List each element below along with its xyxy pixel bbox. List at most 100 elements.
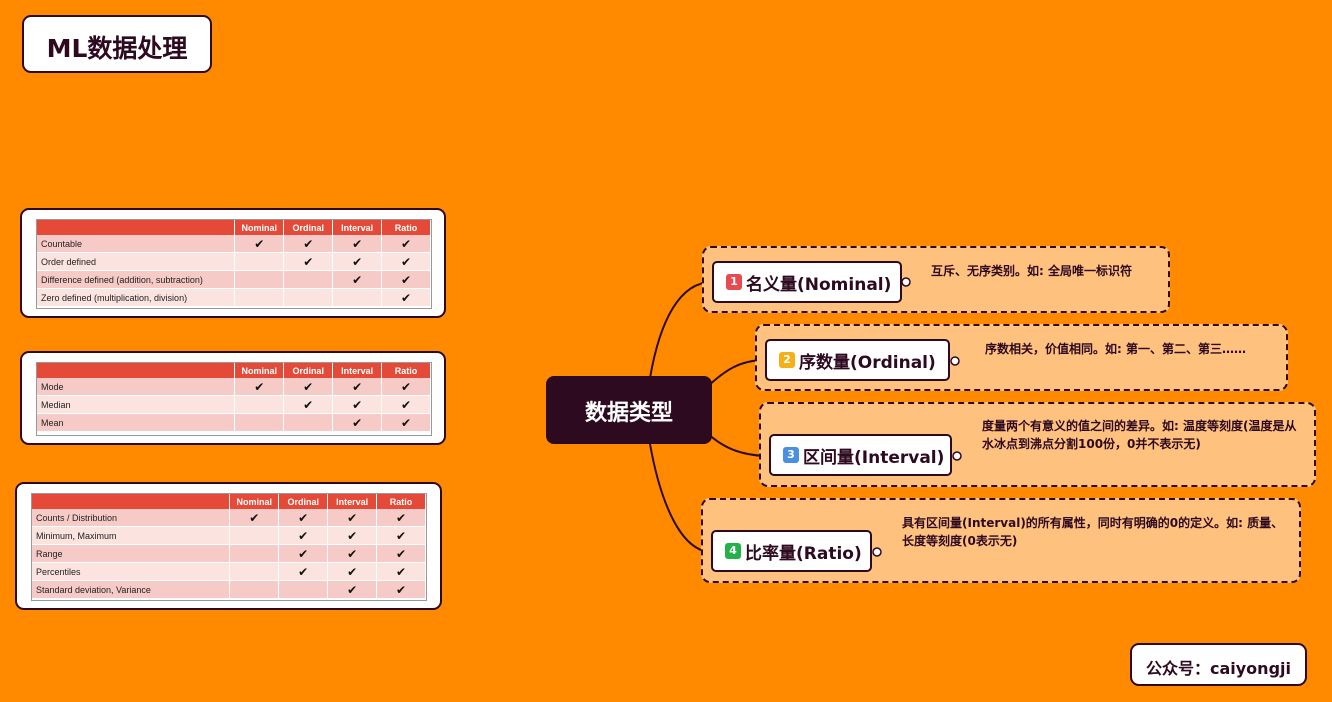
dot-interval xyxy=(952,451,962,461)
check-cell: ✔ xyxy=(332,395,383,414)
connector-nominal xyxy=(649,281,713,379)
dot-nominal xyxy=(901,277,911,287)
node-nominal-label: 名义量(Nominal) xyxy=(746,274,892,295)
check-cell: ✔ xyxy=(381,395,431,414)
badge-2: 2 xyxy=(779,352,795,368)
node-nominal[interactable]: 1 名义量(Nominal) xyxy=(712,261,902,303)
desc-ordinal: 序数相关，价值相同。如: 第一、第二、第三…… xyxy=(985,342,1246,356)
table-row: Percentiles✔✔✔ xyxy=(32,562,426,581)
table-row: Standard deviation, Variance ✔✔ xyxy=(32,580,426,599)
table-header-cell: Ratio xyxy=(376,494,426,509)
table-row: Order defined✔✔✔ xyxy=(37,252,431,271)
check-cell: ✔ xyxy=(327,509,378,527)
table-row: Zero defined (multiplication, division)✔ xyxy=(37,288,431,307)
title-box: ML数据处理 xyxy=(22,15,212,73)
check-cell: ✔ xyxy=(234,378,285,396)
desc-nominal: 互斥、无序类别。如: 全局唯一标识符 xyxy=(931,264,1132,278)
table-header-cell: Nominal xyxy=(234,220,285,235)
check-cell: ✔ xyxy=(376,580,426,599)
row-label: Median xyxy=(37,395,236,414)
table-header-cell: Ratio xyxy=(381,220,431,235)
check-cell xyxy=(283,413,334,432)
check-cell xyxy=(234,288,285,307)
badge-4: 4 xyxy=(725,543,741,559)
check-cell: ✔ xyxy=(278,526,329,545)
check-cell: ✔ xyxy=(327,580,378,599)
check-cell: ✔ xyxy=(283,395,334,414)
footer-box: 公众号：caiyongji xyxy=(1130,643,1307,686)
check-cell xyxy=(283,270,334,289)
table-header-cell: Nominal xyxy=(234,363,285,378)
desc-interval: 度量两个有意义的值之间的差异。如: 温度等刻度(温度是从水冰点到沸点分割100份… xyxy=(982,419,1297,451)
node-ordinal[interactable]: 2 序数量(Ordinal) xyxy=(765,339,950,381)
table-row: Minimum, Maximum✔✔✔ xyxy=(32,526,426,545)
node-interval[interactable]: 3 区间量(Interval) xyxy=(769,434,952,476)
badge-1: 1 xyxy=(726,274,742,290)
check-cell xyxy=(229,526,280,545)
check-cell: ✔ xyxy=(229,509,280,527)
check-cell: ✔ xyxy=(327,526,378,545)
row-label: Mean xyxy=(37,413,236,432)
row-label: Countable xyxy=(37,235,236,253)
table-row: Median✔✔✔ xyxy=(37,395,431,414)
table-header-cell xyxy=(32,494,231,509)
check-cell xyxy=(283,288,334,307)
badge-3: 3 xyxy=(783,447,799,463)
check-cell: ✔ xyxy=(234,235,285,253)
table-row: Mode✔✔✔✔ xyxy=(37,378,431,396)
row-label: Minimum, Maximum xyxy=(32,526,231,545)
footer-label: 公众号：caiyongji xyxy=(1145,659,1291,678)
check-cell: ✔ xyxy=(278,562,329,581)
table-row: Difference defined (addition, subtractio… xyxy=(37,270,431,289)
table-row: Countable✔✔✔✔ xyxy=(37,235,431,253)
check-cell: ✔ xyxy=(327,562,378,581)
page-title: ML数据处理 xyxy=(46,34,188,63)
check-cell: ✔ xyxy=(332,252,383,271)
check-cell: ✔ xyxy=(381,252,431,271)
row-label: Difference defined (addition, subtractio… xyxy=(37,270,236,289)
root-node[interactable]: 数据类型 xyxy=(546,376,712,444)
check-cell: ✔ xyxy=(332,235,383,253)
table-header-cell: Nominal xyxy=(229,494,280,509)
check-cell: ✔ xyxy=(376,526,426,545)
check-cell: ✔ xyxy=(283,252,334,271)
table-row: Range✔✔✔ xyxy=(32,544,426,563)
table-header-cell: Ordinal xyxy=(278,494,329,509)
table-row: Mean ✔✔ xyxy=(37,413,431,432)
node-ratio[interactable]: 4 比率量(Ratio) xyxy=(711,530,872,572)
check-cell: ✔ xyxy=(278,509,329,527)
row-label: Standard deviation, Variance xyxy=(32,580,231,599)
node-interval-label: 区间量(Interval) xyxy=(803,447,945,468)
check-cell xyxy=(229,580,280,599)
check-cell xyxy=(229,544,280,563)
check-cell xyxy=(229,562,280,581)
check-cell: ✔ xyxy=(381,413,431,432)
check-cell: ✔ xyxy=(381,235,431,253)
check-cell xyxy=(278,580,329,599)
check-cell xyxy=(234,252,285,271)
row-label: Range xyxy=(32,544,231,563)
node-ordinal-label: 序数量(Ordinal) xyxy=(799,352,936,373)
table-row: Counts / Distribution✔✔✔✔ xyxy=(32,509,426,527)
row-label: Percentiles xyxy=(32,562,231,581)
row-label: Counts / Distribution xyxy=(32,509,231,527)
check-cell: ✔ xyxy=(376,509,426,527)
check-cell: ✔ xyxy=(381,270,431,289)
row-label: Mode xyxy=(37,378,236,396)
node-ratio-label: 比率量(Ratio) xyxy=(745,543,862,564)
check-cell: ✔ xyxy=(283,378,334,396)
check-cell: ✔ xyxy=(332,413,383,432)
dot-ordinal xyxy=(950,356,960,366)
table-header-cell xyxy=(37,363,236,378)
table-header-cell: Interval xyxy=(327,494,378,509)
table-header-cell xyxy=(37,220,236,235)
check-cell: ✔ xyxy=(278,544,329,563)
